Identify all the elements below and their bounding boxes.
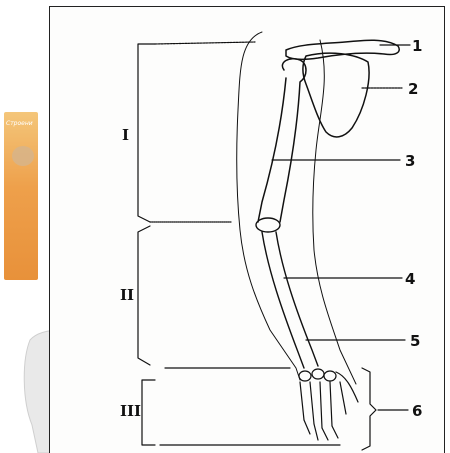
label-1: 1	[412, 37, 422, 55]
label-2: 2	[408, 80, 418, 98]
arm-outline	[237, 32, 356, 384]
label-4: 4	[405, 270, 415, 288]
bracket-6	[362, 368, 376, 450]
label-6: 6	[412, 402, 422, 420]
scapula-bone	[303, 53, 369, 137]
clavicle-bone	[286, 40, 399, 59]
label-3: 3	[405, 152, 415, 170]
humerus-bone	[256, 59, 306, 232]
bracket-II	[138, 226, 150, 365]
bracket-I	[138, 44, 155, 222]
hand-bones	[299, 369, 358, 440]
label-5: 5	[410, 332, 420, 350]
section-I: I	[122, 126, 129, 144]
radius-bone	[276, 232, 318, 366]
section-II: II	[120, 286, 134, 304]
bracket-III	[142, 380, 155, 445]
forearm-bones	[262, 232, 318, 368]
section-III: III	[120, 402, 141, 420]
bracket-top-line	[155, 42, 255, 44]
ulna-bone	[262, 232, 304, 368]
